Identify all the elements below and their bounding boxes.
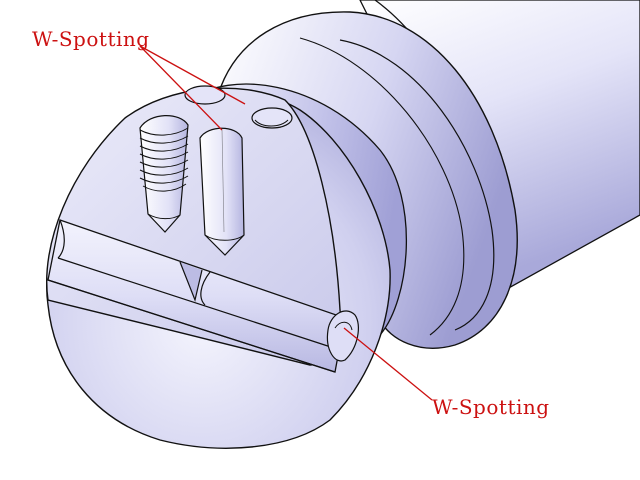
slot-spot-hole	[326, 310, 359, 362]
head-slot	[47, 219, 346, 373]
callout-label-top: W-Spotting	[32, 27, 150, 51]
screw-head	[46, 85, 391, 449]
leader-line-top-right	[139, 45, 246, 105]
leader-line-bottom	[343, 327, 433, 401]
plain-pin	[199, 127, 245, 256]
threaded-pin	[139, 115, 189, 233]
leader-line-top-left	[139, 45, 223, 131]
leader-lines	[139, 45, 433, 401]
callout-label-bottom: W-Spotting	[432, 395, 550, 419]
top-spot-holes	[184, 85, 293, 129]
